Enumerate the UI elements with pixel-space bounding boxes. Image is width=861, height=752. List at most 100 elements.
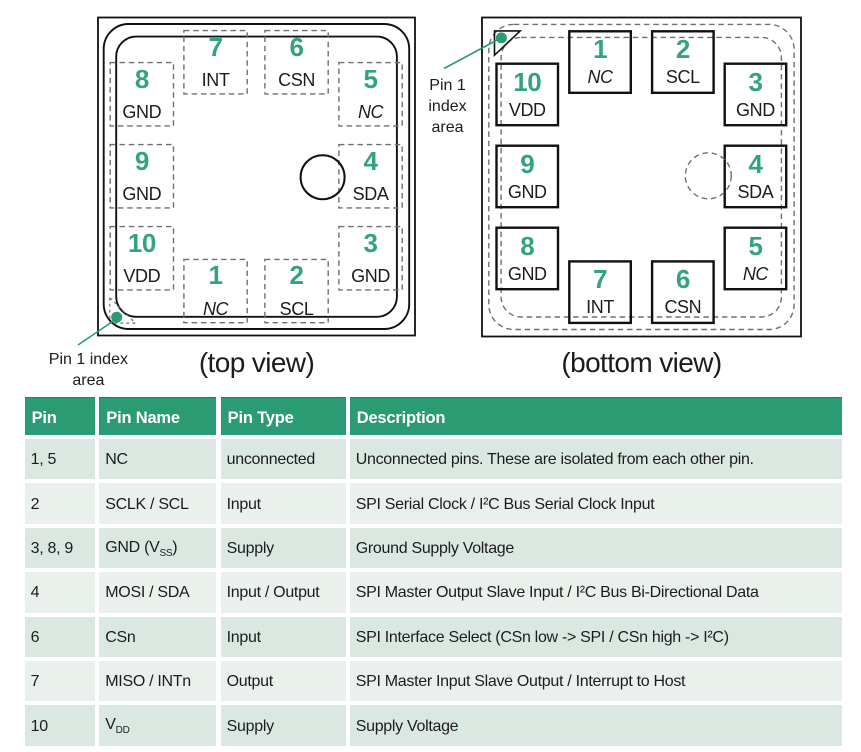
bottom-view-pad-bottom-0	[568, 260, 632, 325]
pin-number: 6	[675, 264, 690, 295]
pin-number: 4	[363, 145, 378, 176]
bottom-view-pad-left-2	[495, 226, 560, 291]
pin-name: SCL	[665, 67, 700, 88]
pin-name-text: V	[105, 716, 116, 734]
bottom-view-pad-top-1	[650, 30, 715, 94]
table-cell-description: SPI Serial Clock / I²C Bus Serial Clock …	[349, 483, 843, 524]
index-label-line: Pin 1 index	[48, 351, 128, 368]
bottom-view-rr1-outline	[488, 23, 795, 331]
pin-name: CSN	[278, 69, 315, 90]
pin-number: 10	[127, 227, 156, 258]
pin-number: 10	[513, 66, 542, 97]
bottom-view-pin1-index-leader-line	[443, 37, 501, 70]
bottom-view-pad-top-0	[568, 30, 632, 94]
table-cell-description: Unconnected pins. These are isolated fro…	[349, 438, 843, 480]
table-header-description: Description	[349, 397, 843, 435]
top-view-pin1-index-triangle	[109, 296, 137, 324]
pin-number: 7	[208, 31, 223, 62]
top-view-pad-left-1	[109, 143, 175, 209]
pin-name-text: CSn	[105, 628, 136, 646]
top-view-pad-right-0	[338, 61, 403, 127]
pin-number: 7	[593, 264, 608, 295]
pin-name: GND	[122, 101, 162, 122]
table-cell-pin-type: Supply	[220, 527, 346, 569]
table-cell-pin-type: unconnected	[220, 438, 346, 480]
bottom-view-pad-right-1	[723, 144, 788, 209]
table-cell-description: SPI Master Output Slave Input / I²C Bus …	[349, 572, 843, 613]
top-view-pin1-index-label: Pin 1 index area	[28, 349, 148, 391]
table-cell-pin: 2	[24, 483, 96, 524]
pin-name: VDD	[123, 265, 161, 286]
bottom-view-pad-left-1	[495, 144, 560, 209]
top-view-pin1-index-leader-line	[77, 318, 116, 346]
top-view-pad-top-0	[183, 29, 248, 95]
table-cell-pin: 3, 8, 9	[24, 527, 96, 569]
pin-name-richtext: MOSI / SDA	[105, 584, 189, 602]
table-cell-pin-name: MISO / INTn	[99, 660, 217, 702]
table-cell-pin-name: MOSI / SDA	[99, 572, 217, 613]
table-cell-description: SPI Master Input Slave Output / Interrup…	[349, 660, 843, 702]
top-view-caption: (top view)	[198, 347, 315, 378]
table-cell-pin-name: CSn	[99, 616, 217, 657]
pin-name-richtext: NC	[105, 451, 128, 469]
pin-name: GND	[351, 265, 390, 286]
index-label-line: index	[428, 97, 467, 115]
index-label-line: area	[72, 372, 105, 389]
bottom-view-port-circle	[684, 152, 732, 200]
top-view-rr2-outline	[115, 35, 398, 318]
pin-name: NC	[742, 263, 769, 284]
pin-name-text: )	[172, 538, 178, 556]
top-view-pad-bottom-1	[264, 258, 329, 324]
pin-name: INT	[201, 69, 230, 90]
pin-name: VDD	[508, 99, 546, 120]
pin-name-richtext: CSn	[105, 628, 136, 647]
pin-number: 3	[748, 66, 763, 97]
pin-number: 9	[520, 148, 535, 179]
pin-name-richtext: VDD	[105, 716, 130, 737]
package-outline-drawing	[77, 16, 802, 346]
top-view-pad-left-0	[109, 61, 175, 127]
pin-name-subscript: DD	[115, 725, 130, 737]
bottom-view-pad-right-0	[723, 62, 788, 127]
pin-name: SDA	[737, 181, 774, 202]
table-cell-pin: 1, 5	[24, 438, 96, 480]
bottom-view-pin1-index-dot	[495, 32, 507, 44]
pin-name: SDA	[352, 183, 389, 204]
table-cell-pin-type: Input	[220, 616, 346, 657]
pin-number: 4	[748, 148, 763, 179]
top-view-rr1-outline	[102, 23, 411, 330]
pin-number: 5	[748, 230, 763, 261]
table-cell-pin-type: Output	[220, 660, 346, 702]
pin-name: SCL	[279, 298, 314, 319]
table-cell-pin-name: SCLK / SCL	[99, 483, 217, 524]
table-cell-pin-name: VDD	[99, 705, 217, 746]
pin-name-richtext: SCLK / SCL	[105, 495, 189, 514]
table-header-pin-name: Pin Name	[99, 397, 217, 435]
pin-number: 8	[134, 63, 149, 94]
table-cell-pin-name: NC	[99, 438, 217, 480]
pin-name-text: GND (V	[105, 538, 160, 556]
pin-name-richtext: MISO / INTn	[105, 673, 191, 691]
pin-name-text: SCLK / SCL	[105, 495, 189, 513]
top-view-package-outer-edge	[97, 16, 416, 337]
top-view-pad-left-2	[109, 225, 175, 291]
pin-name: NC	[202, 298, 229, 319]
bottom-view-caption: (bottom view)	[561, 347, 722, 378]
pin-name-subscript: SS	[159, 548, 173, 560]
table-cell-pin-type: Input / Output	[220, 572, 346, 613]
pin-name: INT	[586, 297, 614, 318]
table-cell-description: Ground Supply Voltage	[349, 527, 843, 569]
pin-name: GND	[507, 263, 547, 284]
top-view-pad-top-1	[264, 29, 329, 95]
